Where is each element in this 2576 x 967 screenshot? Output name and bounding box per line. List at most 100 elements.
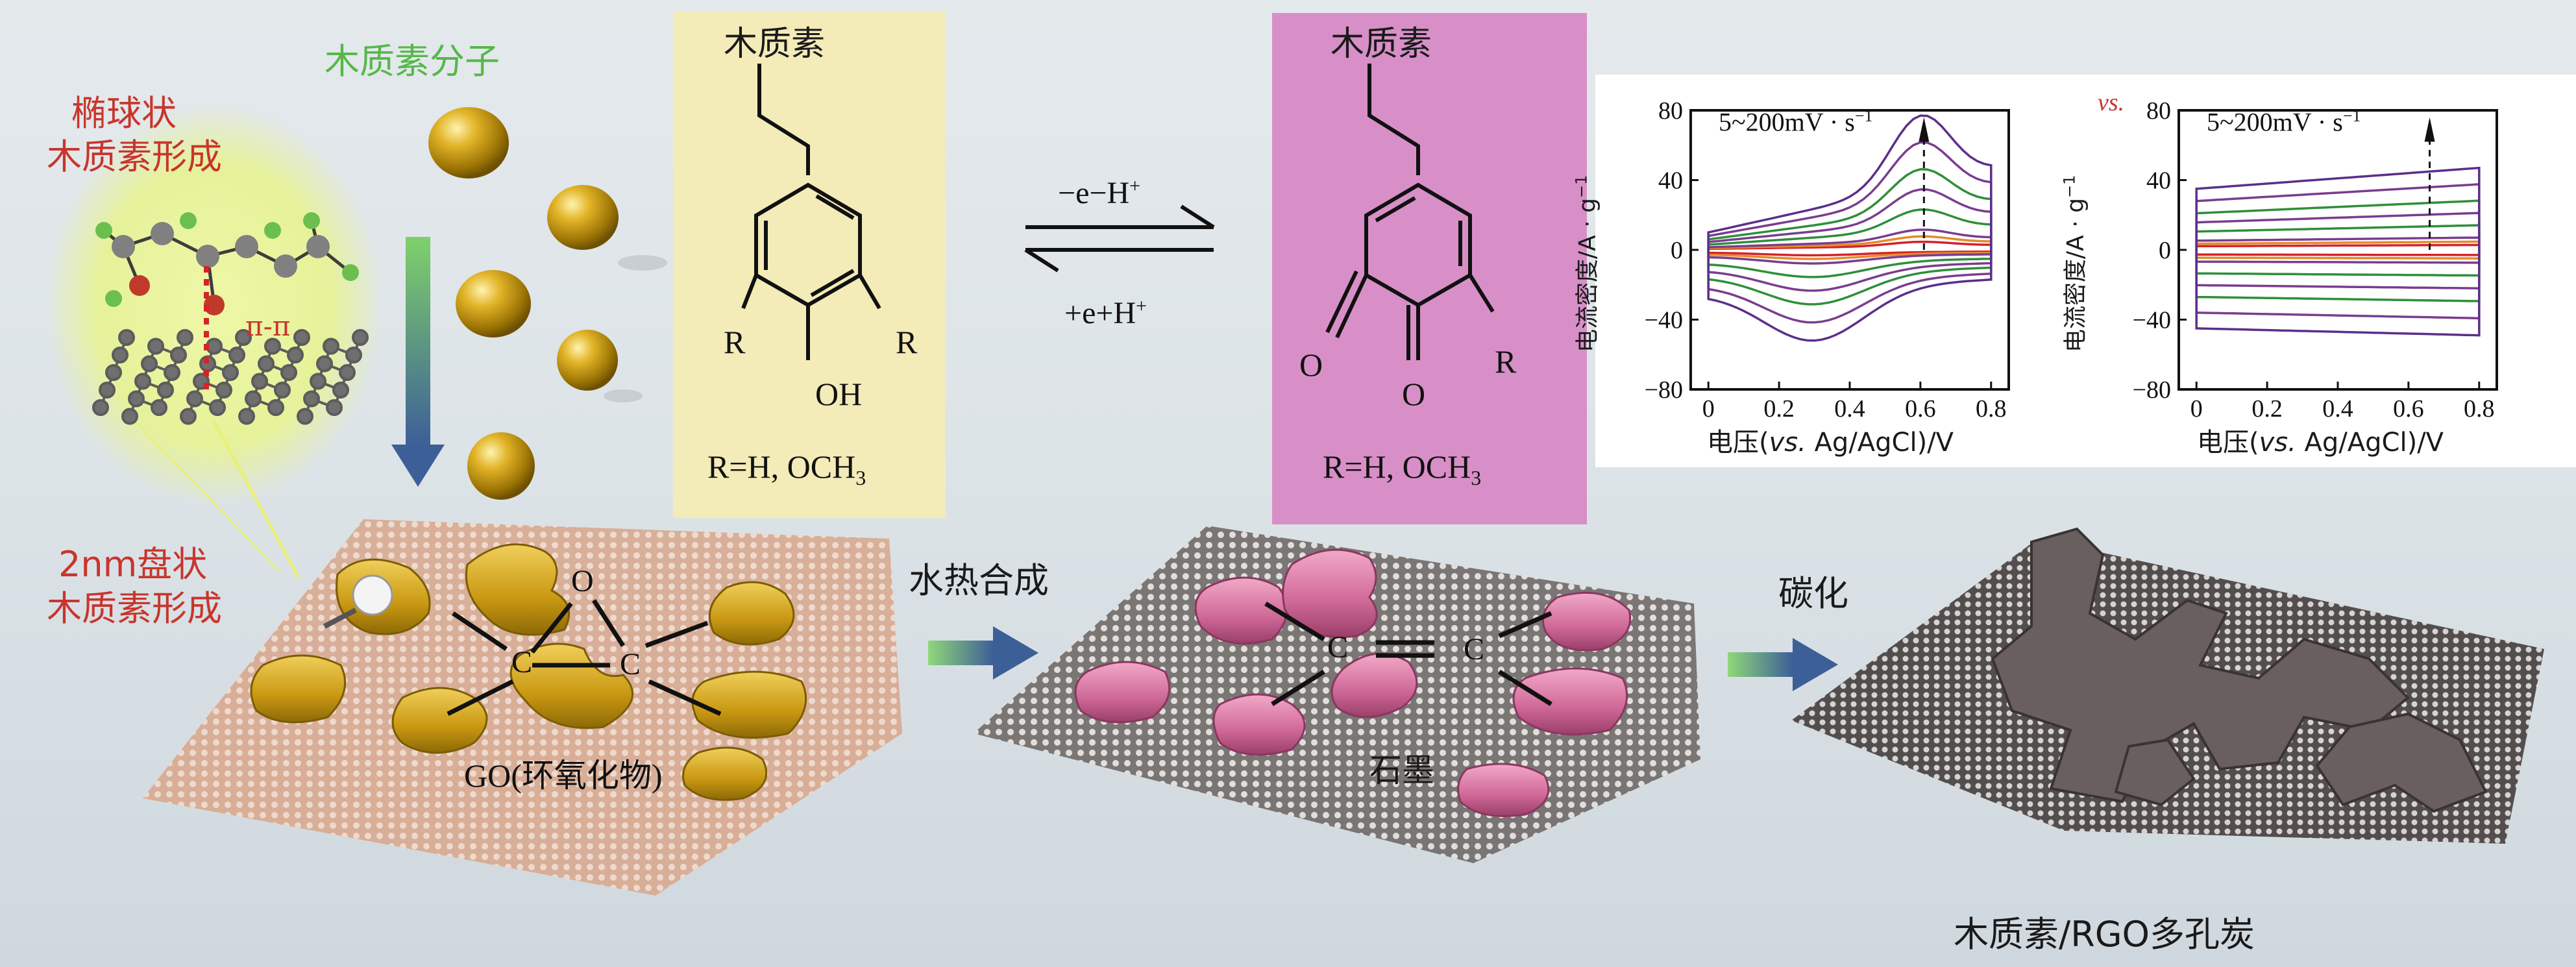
xtick-label: 0: [1702, 395, 1715, 422]
label-forward-sup: +: [1129, 175, 1141, 197]
go-c1: C: [511, 645, 533, 679]
go-caption: GO(环氧化物): [464, 757, 663, 794]
right-xlabel-italic: vs.: [2259, 428, 2296, 458]
right-ylabel-sup: −1: [2060, 175, 2079, 199]
ytick-label: −80: [1645, 376, 1683, 404]
ytick-label: −80: [2133, 376, 2171, 404]
ytick-label: −40: [1645, 307, 1683, 334]
left-scan-rate-sup: −1: [1854, 106, 1873, 125]
pink-lignin-deposits: [1074, 548, 1632, 817]
lattice-atom: [206, 337, 223, 355]
label-pi-pi: π-π: [245, 310, 291, 342]
ytick-label: 80: [2146, 97, 2171, 125]
quinone-box-bg: [1272, 13, 1587, 524]
lattice-atom: [332, 382, 349, 398]
step-carbonize: 碳化: [1778, 573, 1848, 614]
lattice-atom: [316, 355, 333, 373]
right-xlabel: 电压(vs. Ag/AgCl)/V: [2197, 428, 2444, 458]
porous-carbon-network: [1991, 527, 2488, 813]
ytick-label: 0: [2159, 237, 2171, 264]
lattice-atom: [157, 382, 174, 398]
lattice-atom: [151, 399, 167, 416]
lattice-atom: [326, 399, 343, 416]
increase-arrow-head: [1919, 117, 1930, 142]
left-scan-rate: 5~200mV · s−1: [1719, 106, 1873, 137]
lattice-atom: [222, 364, 239, 381]
lattice-atom: [215, 382, 232, 398]
quinone-o-bottom: O: [1402, 376, 1426, 412]
cv-loop: [1707, 114, 1993, 342]
lattice-atom: [147, 337, 164, 355]
right-ylabel: 电流密度/A · g−1: [2060, 175, 2089, 352]
lattice-atom: [177, 329, 193, 346]
phenol-r-right: R: [896, 324, 918, 360]
lattice-atom: [245, 390, 262, 408]
xtick-label: 0: [2190, 395, 2203, 422]
equilibrium-arrows: [1024, 204, 1215, 273]
graphene-model: [92, 329, 369, 425]
ytick-label: 80: [1658, 97, 1683, 125]
down-arrow-shaft: [406, 237, 430, 445]
lattice-atom: [339, 364, 356, 381]
quinone-structure: [1325, 64, 1495, 360]
lattice-atom: [99, 382, 116, 398]
lattice-atom: [280, 364, 297, 381]
phenol-oh: OH: [815, 376, 863, 412]
label-ellipsoid-line1: 椭球状: [71, 93, 177, 134]
label-forward: −e−H+: [1058, 175, 1141, 210]
graphite-c2: C: [1464, 632, 1485, 667]
quinone-title: 木质素: [1331, 25, 1432, 64]
arrow-carbonize-head: [1793, 638, 1838, 691]
epoxide-bonds: [447, 599, 722, 716]
xtick-label: 0.4: [2322, 395, 2353, 422]
lattice-atom: [128, 390, 145, 408]
lattice-atom: [352, 329, 369, 346]
cv-loop: [2195, 166, 2481, 337]
xtick-label: 0.6: [2393, 395, 2424, 422]
vs-label: vs.: [2098, 89, 2125, 116]
lattice-atom: [238, 408, 255, 425]
lattice-atom: [112, 347, 129, 363]
graphite-bonds: [1264, 602, 1552, 706]
graphite-caption: 石墨: [1369, 752, 1434, 789]
ytick-label: −40: [2133, 307, 2171, 334]
lignin-spheres: [428, 107, 667, 500]
quinone-o-left: O: [1299, 347, 1323, 383]
phenol-title: 木质素: [724, 25, 826, 64]
lattice-atom: [164, 364, 180, 381]
label-backward: +e+H+: [1064, 295, 1147, 330]
go-o: O: [571, 564, 594, 598]
phenol-r-left: R: [724, 324, 746, 360]
ytick-label: 40: [1658, 167, 1683, 195]
final-caption: 木质素/RGO多孔炭: [1954, 914, 2255, 955]
lattice-atom: [141, 355, 158, 373]
phenol-structure: [741, 64, 881, 360]
lattice-atom: [186, 390, 203, 408]
lattice-atom: [209, 399, 226, 416]
lattice-atom: [264, 337, 281, 355]
left-xlabel: 电压(vs. Ag/AgCl)/V: [1707, 428, 1954, 458]
xtick-label: 0.2: [2251, 395, 2283, 422]
lattice-atom: [323, 337, 339, 355]
increase-arrow-head: [2424, 117, 2435, 142]
left-ylabel-sup: −1: [1572, 175, 1591, 199]
lattice-atom: [180, 408, 197, 425]
label-backward-sup: +: [1136, 295, 1147, 317]
left-ylabel: 电流密度/A · g−1: [1572, 175, 1601, 352]
lattice-atom: [235, 329, 252, 346]
label-ellipsoid-line2: 木质素形成: [47, 136, 222, 177]
quinone-formula-sub: 3: [1471, 466, 1482, 489]
graphite-c1: C: [1327, 630, 1349, 665]
lattice-atom: [118, 329, 135, 346]
lattice-atom: [310, 373, 326, 390]
step-hydrothermal: 水热合成: [909, 560, 1049, 601]
lattice-atom: [134, 373, 151, 390]
quinone-r-right: R: [1495, 343, 1517, 380]
lattice-atom: [287, 347, 304, 363]
ytick-label: 40: [2146, 167, 2171, 195]
phenol-formula: R=H, OCH3: [707, 448, 866, 489]
